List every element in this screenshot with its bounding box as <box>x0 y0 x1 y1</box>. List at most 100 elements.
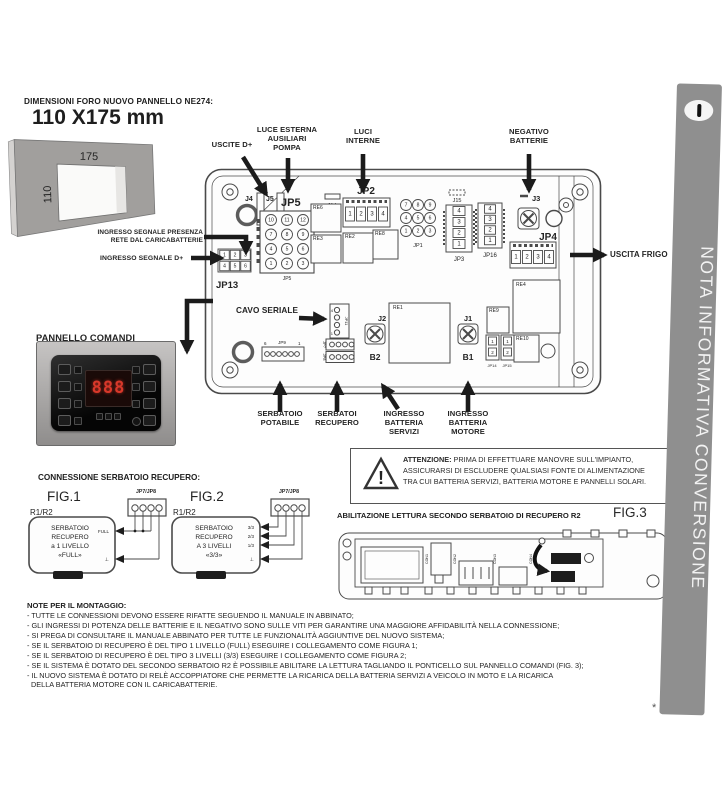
fig2-pin-label: 1/3 <box>248 543 255 548</box>
pin-number: 1 <box>491 339 494 344</box>
relay-label-re2: RE2 <box>345 234 355 240</box>
pin-number: 7 <box>405 202 408 208</box>
fig3-label: FIG.3 <box>613 505 647 520</box>
pin <box>424 225 436 237</box>
hole <box>282 351 288 357</box>
relay-label-re8: RE8 <box>375 231 385 237</box>
status-icon <box>96 413 103 420</box>
pin <box>484 225 496 235</box>
jumper-chip <box>551 553 581 564</box>
pin <box>522 250 532 264</box>
fig2-pin-label: 3/3 <box>248 525 255 530</box>
notes-title: NOTE PER IL MONTAGGIO: <box>27 601 127 610</box>
pin-number: 2 <box>417 228 420 234</box>
pin <box>356 206 366 222</box>
fig2-box-line: «3/3» <box>206 552 223 559</box>
screw-slot <box>369 328 381 340</box>
side-banner: NOTA INFORMATIVA CONVERSIONE <box>659 83 722 716</box>
hole <box>333 314 341 321</box>
hole <box>264 351 270 357</box>
junction-dot <box>133 529 137 533</box>
connector-label-j2: J2 <box>378 314 386 323</box>
ponticello-arrow <box>532 543 551 576</box>
hole <box>348 354 355 360</box>
pin <box>424 199 436 211</box>
cutout-group: 175 110 <box>7 139 156 237</box>
callout-serbatoio-potabile: SERBATOIO POTABILE <box>257 409 303 427</box>
button-icon <box>132 383 140 391</box>
note-line: - SE IL SERBATOIO DI RECUPERO È DEL TIPO… <box>27 650 407 660</box>
tab <box>590 529 600 538</box>
connector-jp11 <box>329 303 350 339</box>
hole <box>131 504 139 512</box>
connector-label-jp2: JP2 <box>357 186 375 197</box>
pin <box>281 228 293 241</box>
banner-emblem-icon <box>683 99 714 122</box>
fig2-ref-label: R1/R2 <box>173 508 196 517</box>
pin <box>503 347 512 357</box>
relay-label-re4: RE4 <box>516 282 526 288</box>
con-label: CON2 <box>453 554 457 564</box>
connector-label-jp7: JP7 <box>322 341 327 349</box>
connector-label-jp13: JP13 <box>216 280 238 291</box>
pin <box>400 212 412 224</box>
warning-triangle-icon: ! <box>362 456 400 490</box>
fig1-connector <box>127 498 167 517</box>
pin-number: 2 <box>491 350 494 355</box>
pin-number: 2 <box>506 350 509 355</box>
washer <box>231 340 255 364</box>
pin <box>452 217 466 227</box>
warning-text: ATTENZIONE: PRIMA DI EFFETTUARE MANOVRE … <box>403 455 667 488</box>
fig2-box-line: RECUPERO <box>195 534 232 541</box>
connector-j15 <box>448 189 466 196</box>
pin <box>503 336 512 346</box>
pin-number: 3 <box>302 261 305 267</box>
note-line: - SE IL SERBATOIO DI RECUPERO È DEL TIPO… <box>27 640 418 650</box>
connector-label-jp9: JP9 <box>278 340 286 345</box>
jp9-pin1: 1 <box>298 341 301 346</box>
banner-title: NOTA INFORMATIVA CONVERSIONE <box>687 246 718 591</box>
pin <box>424 212 436 224</box>
fig3-title: ABILITAZIONE LETTURA SECONDO SERBATOIO D… <box>337 511 581 520</box>
pin-number: 1 <box>405 228 408 234</box>
pin-number: 10 <box>268 217 274 223</box>
callout-serbatoi-recupero: SERBATOI RECUPERO <box>315 409 359 427</box>
fig3-diagram: CON1 CON2 CON3 CON4 <box>338 529 668 600</box>
label-b1: B1 <box>463 352 474 362</box>
panel-button <box>58 364 71 375</box>
relay-re8 <box>372 229 399 260</box>
cutout-hole-shade <box>115 166 127 213</box>
pin-number: 6 <box>429 215 432 221</box>
panel-button <box>58 415 71 426</box>
fig2-pin-label: 2/3 <box>248 534 255 539</box>
fig1-connector-label: JP7/JP8 <box>136 489 156 495</box>
fig1-pin-gnd: ⊥ <box>105 557 109 563</box>
warning-box: ! ATTENZIONE: PRIMA DI EFFETTUARE MANOVR… <box>350 448 674 504</box>
jp11-pin1: 1 <box>331 331 334 336</box>
connector-label-j5: J5 <box>266 196 274 203</box>
hole <box>139 504 147 512</box>
pin-number: 12 <box>300 217 306 223</box>
pin-number: 4 <box>270 246 273 252</box>
callout-uscite-d: USCITE D+ <box>211 140 253 149</box>
svg-text:!: ! <box>378 468 384 488</box>
tab <box>562 529 572 538</box>
mount-hole <box>540 343 556 359</box>
panel-cutout-drawing: 175 110 <box>7 139 156 237</box>
panel-button <box>143 364 156 375</box>
pin <box>281 214 293 226</box>
note-line: - SI PREGA DI CONSULTARE IL MANUALE ABBI… <box>27 630 445 640</box>
pin-number: 1 <box>488 238 492 244</box>
fig1-pin <box>115 555 124 563</box>
status-icon <box>105 413 112 420</box>
connector-label-jp14: JP14 <box>487 363 497 368</box>
pin-number: 4 <box>381 211 385 217</box>
pin <box>544 250 554 264</box>
screw-hole <box>342 551 352 561</box>
rear-component-tab <box>434 574 444 584</box>
fig1-wires <box>124 511 160 560</box>
relay-re6 <box>310 203 342 233</box>
